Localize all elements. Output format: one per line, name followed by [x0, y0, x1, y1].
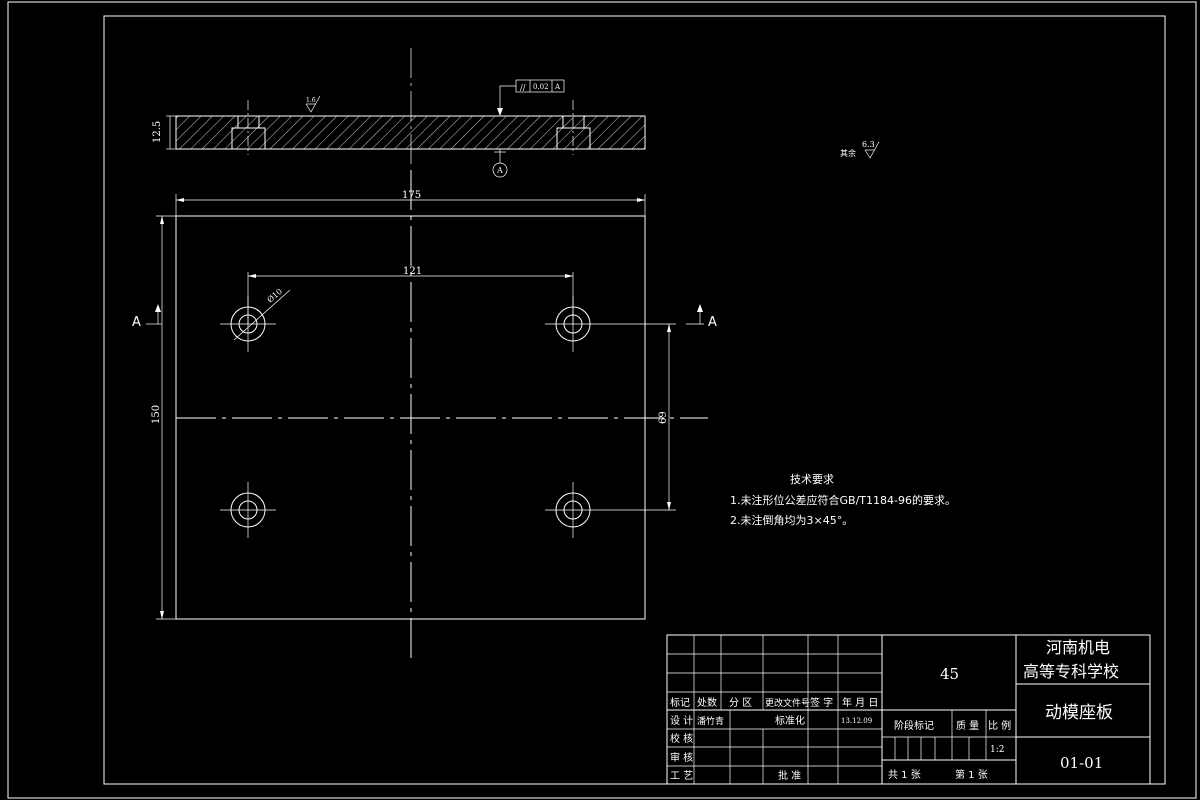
title-block: 45 河南机电 高等专科学校 动模座板 01-01 标记 处数 分 区 更改文件…	[666, 634, 1151, 785]
datum-a-symbol: A	[492, 149, 508, 178]
scale-value: 1:2	[990, 745, 1004, 755]
svg-text:工 艺: 工 艺	[670, 770, 693, 782]
svg-text:处数: 处数	[697, 696, 717, 709]
svg-text:签 字: 签 字	[810, 696, 833, 709]
svg-text:质 量: 质 量	[956, 720, 979, 732]
svg-text:阶段标记: 阶段标记	[894, 719, 934, 732]
svg-text:审 核: 审 核	[670, 751, 693, 764]
svg-text:更改文件号: 更改文件号	[765, 697, 810, 709]
dim-width: 175	[175, 190, 646, 216]
tech-heading: 技术要求	[790, 473, 834, 486]
svg-text:比 例: 比 例	[988, 719, 1011, 732]
svg-text:第 1 张: 第 1 张	[955, 768, 988, 781]
section-mark-right: A	[686, 304, 717, 330]
hole-spacing-x-label: 121	[403, 266, 422, 277]
svg-text:潘竹青: 潘竹青	[697, 715, 724, 727]
thickness-label: 12.5	[152, 121, 163, 143]
svg-text:标记: 标记	[670, 697, 690, 709]
svg-text:校 核: 校 核	[670, 732, 693, 745]
section-mark-left: A	[132, 304, 162, 330]
datum-a-label: A	[496, 166, 503, 175]
section-view	[175, 48, 646, 165]
svg-text:共 1 张: 共 1 张	[888, 769, 921, 781]
dim-height: 150	[151, 215, 176, 620]
inner-frame	[103, 15, 1166, 785]
svg-text:1.6: 1.6	[306, 97, 316, 104]
dim-hole-spacing-x: 121	[247, 266, 574, 324]
roughness-top: 1.6	[305, 95, 321, 113]
part-name: 动模座板	[1045, 703, 1113, 723]
parallelism-callout: // 0.02 A	[497, 79, 565, 116]
svg-text:13.12.09: 13.12.09	[841, 717, 872, 725]
roughness-rest-label: 其余	[840, 148, 856, 158]
roughness-rest: 其余 6.3	[840, 140, 880, 159]
svg-text:标准化: 标准化	[775, 714, 805, 727]
outer-frame	[7, 1, 1197, 799]
svg-text:分 区: 分 区	[729, 697, 752, 709]
tech-line-2: 2.未注倒角均为3×45°。	[730, 513, 853, 527]
material: 45	[940, 665, 959, 683]
plan-view	[175, 170, 708, 660]
school-line-2: 高等专科学校	[1023, 662, 1119, 681]
height-label: 150	[151, 405, 162, 424]
drawing-number: 01-01	[1060, 754, 1103, 772]
hole-diameter-callout: Ø10	[233, 287, 291, 341]
hole-bottom-right	[545, 482, 601, 538]
svg-text:6.3: 6.3	[862, 140, 875, 149]
svg-text://: //	[520, 83, 526, 92]
dim-hole-spacing-y: 69	[601, 323, 676, 511]
svg-text:年 月 日: 年 月 日	[842, 696, 878, 709]
tech-requirements: 技术要求 1.未注形位公差应符合GB/T1184-96的要求。 2.未注倒角均为…	[730, 473, 956, 527]
tech-line-1: 1.未注形位公差应符合GB/T1184-96的要求。	[730, 493, 956, 507]
width-label: 175	[402, 190, 421, 201]
svg-text:A: A	[132, 315, 141, 330]
hole-dia-label: Ø10	[266, 287, 285, 305]
svg-text:批 准: 批 准	[778, 769, 801, 782]
svg-text:0.02: 0.02	[533, 83, 549, 91]
dim-thickness: 12.5	[152, 115, 176, 150]
hole-spacing-y-label: 69	[658, 411, 669, 424]
parallelism-datum: A	[554, 83, 561, 91]
svg-text:设 计: 设 计	[670, 714, 693, 727]
hole-bottom-left	[220, 482, 276, 538]
svg-text:A: A	[708, 315, 717, 330]
school-line-1: 河南机电	[1046, 638, 1110, 657]
